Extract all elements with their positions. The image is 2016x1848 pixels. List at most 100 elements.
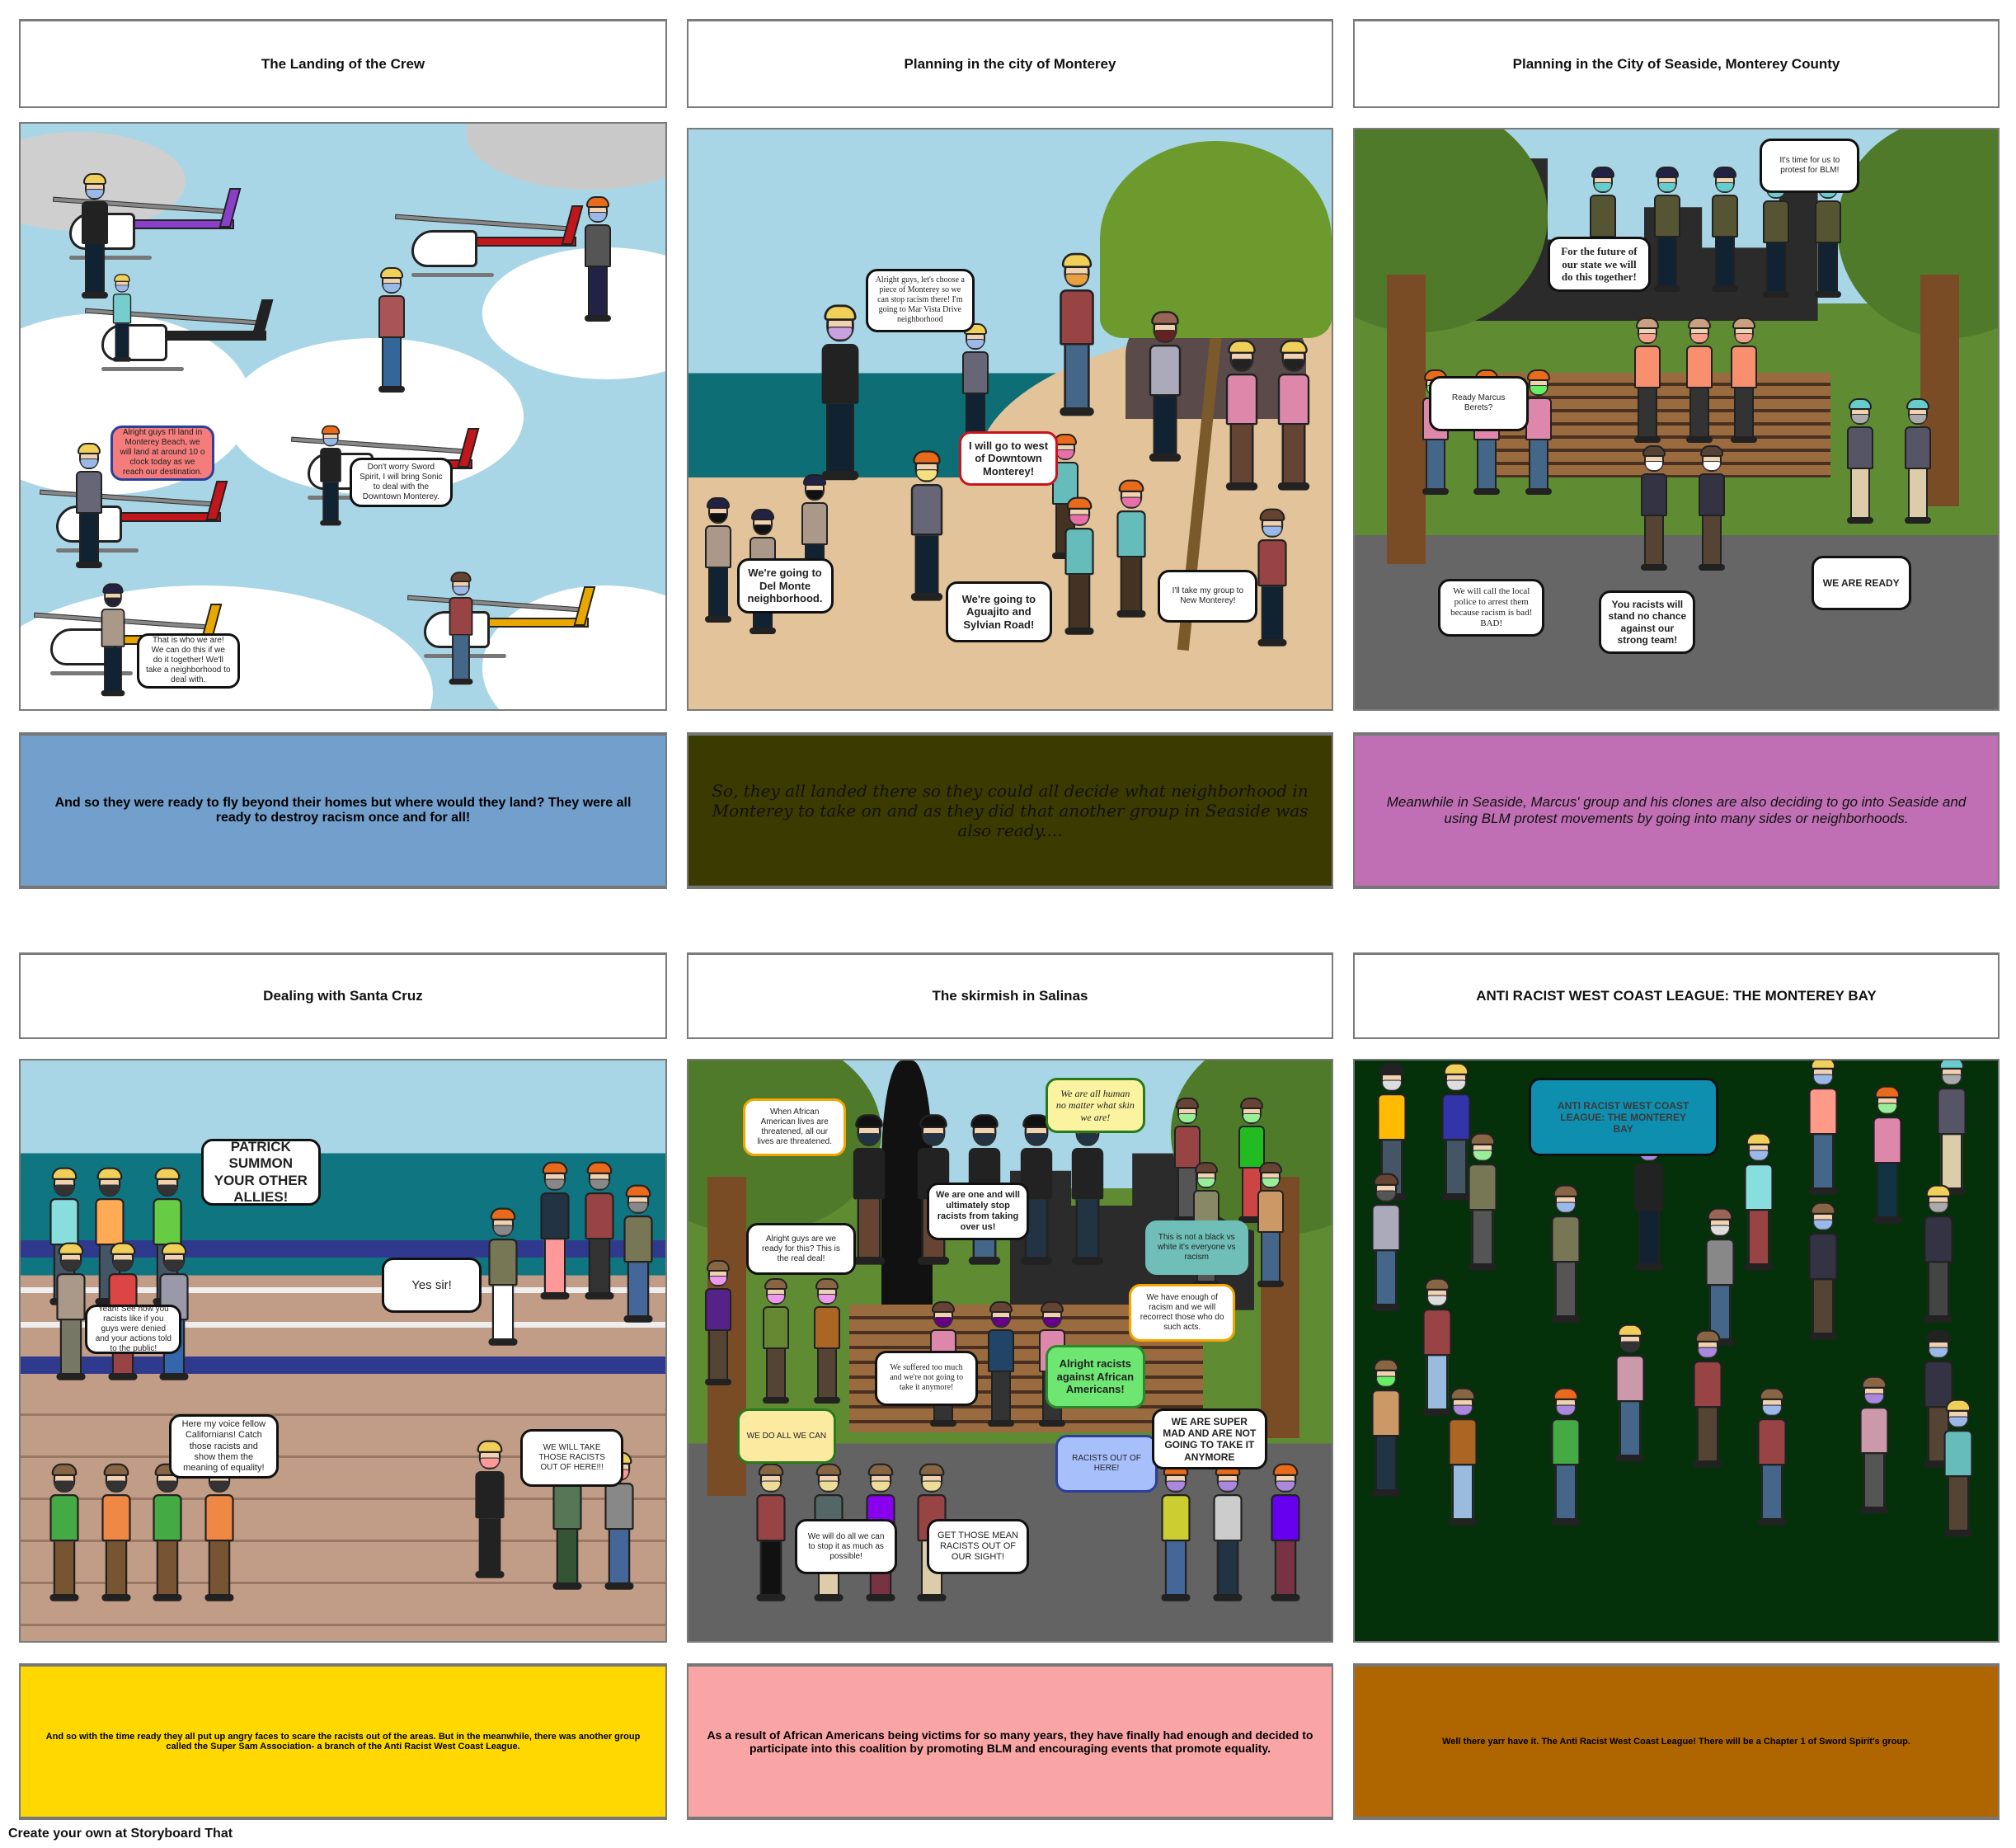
character-figure bbox=[1061, 496, 1097, 637]
panel-2-scene-beach: Alright guys, let's choose a piece of Mo… bbox=[687, 128, 1333, 711]
panel-1-scene-helicopters: Alright guys I'll land in Monterey Beach… bbox=[19, 122, 667, 711]
character-figure bbox=[1438, 1062, 1474, 1202]
character-figure bbox=[1702, 1207, 1738, 1347]
panel-1-title: The Landing of the Crew bbox=[19, 19, 667, 108]
speech-bubble: For the future of our state we will do t… bbox=[1548, 237, 1651, 292]
helicopter bbox=[85, 299, 275, 374]
speech-bubble: WE WILL TAKE THOSE RACISTS OUT OF HERE!!… bbox=[520, 1429, 624, 1488]
character-figure bbox=[1254, 508, 1290, 648]
character-figure bbox=[1689, 1329, 1726, 1469]
character-figure bbox=[1445, 1387, 1481, 1527]
speech-bubble: We will do all we can to stop it as much… bbox=[794, 1519, 898, 1575]
speech-bubble: This is not a black vs white it's everyo… bbox=[1144, 1220, 1248, 1276]
speech-bubble: GET THOSE MEAN RACISTS OUT OF OUR SIGHT! bbox=[926, 1519, 1030, 1575]
character-figure bbox=[1522, 369, 1555, 496]
character-figure bbox=[753, 1463, 789, 1603]
character-figure bbox=[1267, 1463, 1304, 1603]
speech-bubble: We suffered too much and we're not going… bbox=[875, 1351, 978, 1406]
panel-4-caption: And so with the time ready they all put … bbox=[19, 1663, 667, 1820]
speech-bubble: Alright guys are we ready for this? This… bbox=[746, 1223, 856, 1276]
character-figure bbox=[1055, 252, 1098, 418]
character-figure bbox=[1368, 1358, 1404, 1498]
speech-bubble: RACISTS OUT OF HERE! bbox=[1055, 1435, 1158, 1493]
character-figure bbox=[375, 266, 408, 394]
character-figure bbox=[1741, 1132, 1777, 1272]
league-sign-text: ANTI RACIST WEST COAST LEAGUE: THE MONTE… bbox=[1557, 1099, 1689, 1135]
character-figure bbox=[1145, 311, 1185, 463]
character-figure bbox=[1805, 1201, 1841, 1342]
character-figure bbox=[1254, 1161, 1287, 1289]
helicopter bbox=[394, 205, 585, 280]
panel-4-scene-boardwalk: PATRICK SUMMON YOUR OTHER ALLIES! Yes si… bbox=[19, 1059, 667, 1643]
panel-6-scene-league: ANTI RACIST WEST COAST LEAGUE: THE MONTE… bbox=[1353, 1059, 2000, 1643]
character-figure bbox=[817, 304, 863, 482]
character-figure bbox=[1631, 317, 1664, 444]
panel-2-title: Planning in the city of Monterey bbox=[687, 19, 1333, 108]
character-figure bbox=[1631, 1132, 1667, 1272]
character-figure bbox=[985, 1300, 1017, 1428]
character-figure bbox=[1419, 1277, 1455, 1418]
character-figure bbox=[811, 1277, 844, 1405]
speech-bubble: Ready Marcus Berets? bbox=[1428, 375, 1529, 431]
character-figure bbox=[1805, 1060, 1841, 1197]
speech-bubble: We're going to Aguajito and Sylvian Road… bbox=[946, 581, 1052, 643]
speech-bubble: Alright guys I'll land in Monterey Beach… bbox=[110, 425, 214, 482]
character-figure bbox=[446, 571, 476, 686]
speech-bubble: When African American lives are threaten… bbox=[743, 1098, 847, 1157]
panel-3-scene-park: It's time for us to protest for BLM! For… bbox=[1353, 128, 2000, 711]
character-figure bbox=[1274, 340, 1313, 492]
panel-4-title: Dealing with Santa Cruz bbox=[19, 952, 667, 1039]
character-figure bbox=[110, 273, 134, 363]
character-figure bbox=[1920, 1184, 1957, 1324]
panel-5-title: The skirmish in Salinas bbox=[687, 952, 1333, 1039]
speech-bubble: We're going to Del Monte neighborhood. bbox=[736, 558, 834, 614]
character-figure bbox=[1171, 1098, 1204, 1225]
character-figure bbox=[317, 425, 344, 527]
character-figure bbox=[1612, 1324, 1648, 1464]
character-figure bbox=[1222, 340, 1262, 492]
character-figure bbox=[537, 1161, 573, 1301]
speech-bubble: Yes sir! bbox=[381, 1258, 482, 1314]
helicopter bbox=[407, 585, 597, 661]
character-figure bbox=[149, 1463, 186, 1603]
panel-3-caption: Meanwhile in Seaside, Marcus' group and … bbox=[1353, 732, 2000, 889]
character-figure bbox=[1844, 398, 1877, 525]
character-figure bbox=[1638, 444, 1671, 572]
speech-bubble: We are one and will ultimately stop raci… bbox=[926, 1182, 1030, 1241]
speech-bubble: Alright guys, let's choose a piece of Mo… bbox=[865, 268, 975, 333]
character-figure bbox=[78, 172, 111, 300]
speech-bubble: We have enough of racism and we will rec… bbox=[1129, 1284, 1235, 1343]
panel-3-title: Planning in the City of Seaside, Montere… bbox=[1353, 19, 2000, 108]
character-figure bbox=[472, 1440, 508, 1580]
character-figure bbox=[1869, 1085, 1906, 1225]
character-figure bbox=[201, 1463, 237, 1603]
panel-2-caption: So, they all landed there so they could … bbox=[687, 732, 1333, 889]
character-figure bbox=[620, 1184, 656, 1324]
panel-5-scene-park: When African American lives are threaten… bbox=[687, 1059, 1333, 1643]
character-figure bbox=[759, 1277, 792, 1405]
speech-bubble: I'll take my group to New Monterey! bbox=[1158, 570, 1258, 623]
speech-bubble: You racists will stand no chance against… bbox=[1599, 590, 1696, 655]
speech-bubble: Here my voice fellow Californians! Catch… bbox=[168, 1414, 279, 1479]
panel-5-caption: As a result of African Americans being v… bbox=[687, 1663, 1333, 1820]
character-figure bbox=[1235, 1098, 1268, 1225]
character-figure bbox=[1934, 1060, 1970, 1197]
character-figure bbox=[1158, 1463, 1194, 1603]
speech-bubble: WE ARE READY bbox=[1811, 555, 1911, 611]
character-figure bbox=[1548, 1387, 1584, 1527]
storyboard-that-footer-link[interactable]: Create your own at Storyboard That bbox=[8, 1827, 233, 1841]
helicopter bbox=[40, 481, 229, 555]
character-figure bbox=[485, 1207, 521, 1347]
character-figure bbox=[1695, 444, 1728, 572]
speech-bubble: Alright racists against African American… bbox=[1045, 1344, 1145, 1409]
character-figure bbox=[1548, 1184, 1584, 1324]
character-figure bbox=[98, 1463, 134, 1603]
character-figure bbox=[1856, 1375, 1892, 1516]
character-figure bbox=[46, 1463, 82, 1603]
character-figure bbox=[1901, 398, 1934, 525]
speech-bubble: It's time for us to protest for BLM! bbox=[1760, 138, 1860, 194]
league-sign: ANTI RACIST WEST COAST LEAGUE: THE MONTE… bbox=[1528, 1078, 1718, 1157]
speech-bubble: We will call the local police to arrest … bbox=[1438, 578, 1545, 637]
character-figure bbox=[1683, 317, 1716, 444]
speech-bubble: Don't worry Sword Spirit, I will bring S… bbox=[349, 457, 453, 508]
